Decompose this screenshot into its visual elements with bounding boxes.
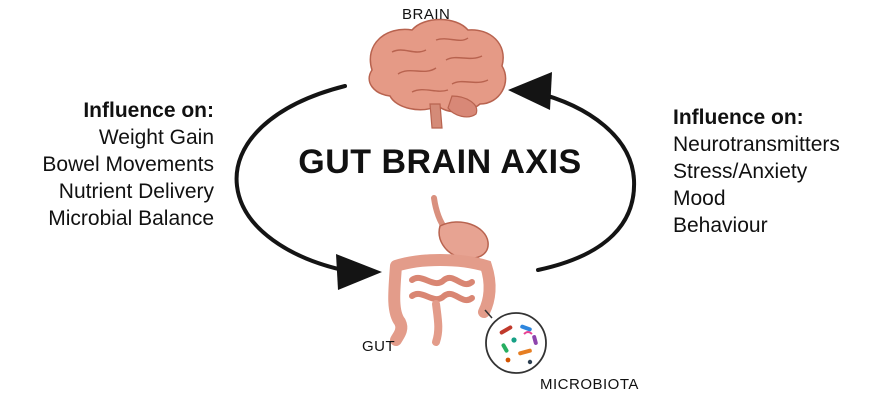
gut-icon [388,195,496,346]
right-panel-item: Mood [673,187,726,210]
left-influence-panel: Influence on: Weight Gain Bowel Movement… [42,97,214,232]
microbiota-icon [484,309,547,374]
right-panel-item: Stress/Anxiety [673,160,808,183]
left-panel-item: Bowel Movements [42,153,214,176]
brain-label: BRAIN [402,6,451,23]
left-panel-item: Microbial Balance [48,207,214,230]
microbiota-label: MICROBIOTA [540,376,639,393]
right-influence-panel: Influence on: Neurotransmitters Stress/A… [673,104,840,239]
right-panel-heading: Influence on: [673,106,804,129]
right-panel-item: Neurotransmitters [673,133,840,156]
right-arrowhead-icon [508,72,552,110]
left-panel-list: Weight Gain Bowel Movements Nutrient Del… [42,124,214,232]
right-panel-list: Neurotransmitters Stress/Anxiety Mood Be… [673,131,840,239]
gut-label: GUT [362,338,396,355]
left-panel-item: Nutrient Delivery [58,180,214,203]
left-panel-heading: Influence on: [83,99,214,122]
right-cycle-arrow [508,72,637,272]
left-cycle-arrow [234,84,382,290]
right-panel-item: Behaviour [673,214,768,237]
left-panel-item: Weight Gain [98,126,214,149]
left-arrowhead-icon [336,254,382,290]
brain-icon [368,18,507,129]
diagram-title: GUT BRAIN AXIS [298,143,582,181]
